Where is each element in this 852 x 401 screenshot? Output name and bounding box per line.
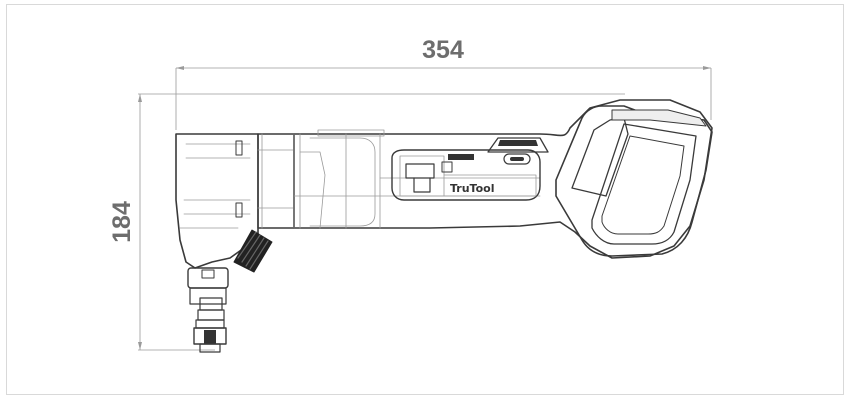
length-label: 354 [422,36,464,64]
punch-assembly [187,267,229,353]
length-dimension: 354 [175,36,712,130]
knurled-ring [233,229,273,273]
height-label: 184 [108,201,136,243]
top-switch [487,137,549,165]
brand-label: TruTool [450,182,494,195]
control-panel [391,149,541,201]
height-dimension: 184 [108,93,625,351]
battery-pack [555,105,713,257]
nibbler-tool: TruTool [175,99,713,353]
